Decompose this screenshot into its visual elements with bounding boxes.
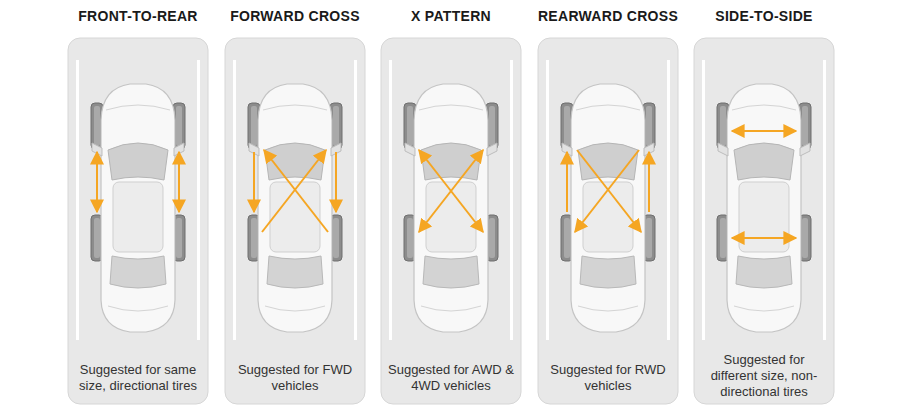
rotation-panel: SIDE-TO-SIDESuggested for different size… [694,38,834,404]
rotation-panel: REARWARD CROSSSuggested for RWD vehicles [538,38,678,404]
pattern-title: FRONT-TO-REAR [38,8,238,24]
rotation-panel: X PATTERNSuggested for AWD & 4WD vehicle… [381,38,521,404]
pattern-title: REARWARD CROSS [508,8,708,24]
pattern-caption: Suggested for FWD vehicles [230,362,360,394]
pattern-caption: Suggested for AWD & 4WD vehicles [386,362,516,394]
rotation-panel: FRONT-TO-REARSuggested for same size, di… [68,38,208,404]
rotation-panel: FORWARD CROSSSuggested for FWD vehicles [225,38,365,404]
pattern-caption: Suggested for RWD vehicles [543,362,673,394]
pattern-title: SIDE-TO-SIDE [664,8,864,24]
pattern-title: X PATTERN [351,8,551,24]
pattern-caption: Suggested for different size, non-direct… [699,352,829,400]
pattern-caption: Suggested for same size, directional tir… [73,362,203,394]
pattern-title: FORWARD CROSS [195,8,395,24]
